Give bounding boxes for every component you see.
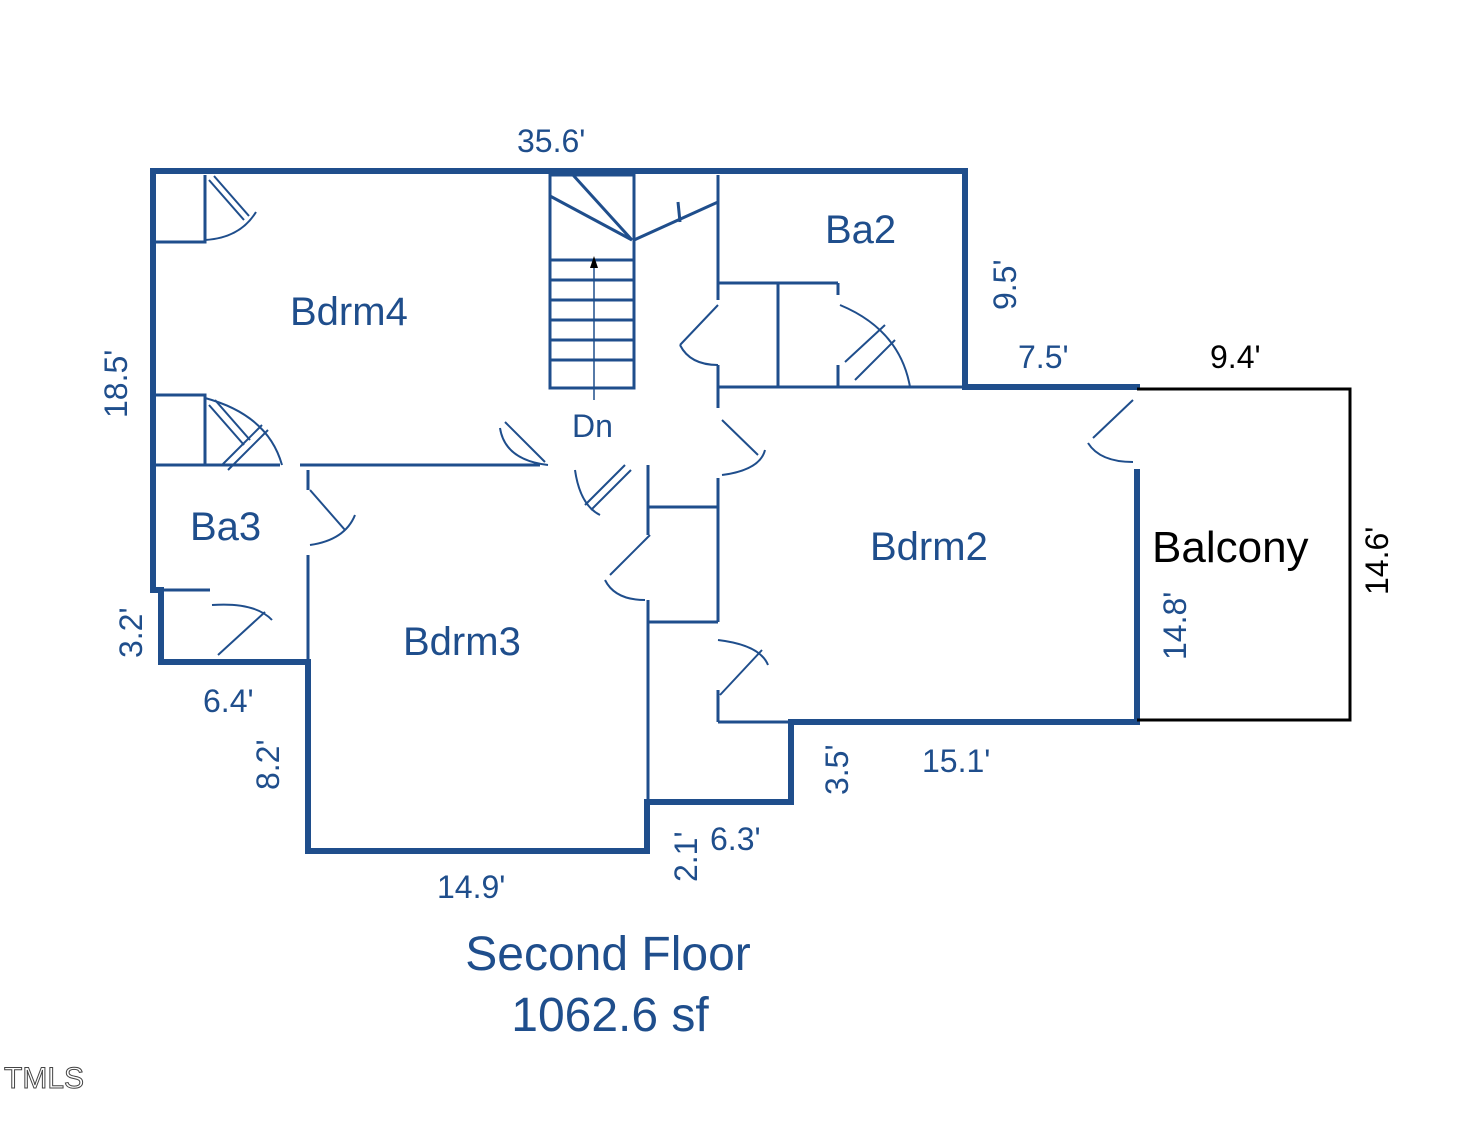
dim-step-left: 2.1' [668, 831, 704, 882]
room-label-bdrm3: Bdrm3 [403, 620, 521, 664]
room-label-ba2: Ba2 [825, 208, 896, 252]
dim-step-bottom: 6.3' [710, 821, 761, 857]
room-label-bdrm2: Bdrm2 [870, 525, 988, 569]
interior-walls [153, 173, 965, 802]
dim-top: 35.6' [517, 123, 585, 159]
stair-arrow [590, 256, 598, 400]
doors [204, 175, 1134, 696]
dim-ba2-right: 9.5' [987, 259, 1023, 310]
dim-bottom-right: 15.1' [922, 743, 990, 779]
balcony-outline [1137, 387, 1352, 722]
watermark: TMLS [4, 1062, 84, 1095]
dim-ba3-left: 3.2' [113, 607, 149, 658]
dim-balcony-right: 14.6' [1359, 527, 1395, 595]
dim-bottom: 14.9' [437, 869, 505, 905]
dim-left: 18.5' [98, 350, 134, 418]
dim-step-right: 3.5' [819, 744, 855, 795]
dim-ba3-bottom: 6.4' [203, 683, 254, 719]
room-label-ba3: Ba3 [190, 505, 261, 549]
stairs-label: Dn [572, 408, 613, 444]
room-label-bdrm4: Bdrm4 [290, 290, 408, 334]
dim-balcony-top: 9.4' [1210, 339, 1261, 375]
dim-ba2-bottom: 7.5' [1018, 339, 1069, 375]
exterior-walls [150, 168, 1140, 854]
floor-title: Second Floor [465, 928, 751, 981]
floor-area: 1062.6 sf [511, 989, 709, 1042]
dim-bdrm2-right: 14.8' [1157, 592, 1193, 660]
room-label-balcony: Balcony [1152, 523, 1309, 572]
dim-bdrm3-left: 8.2' [250, 739, 286, 790]
